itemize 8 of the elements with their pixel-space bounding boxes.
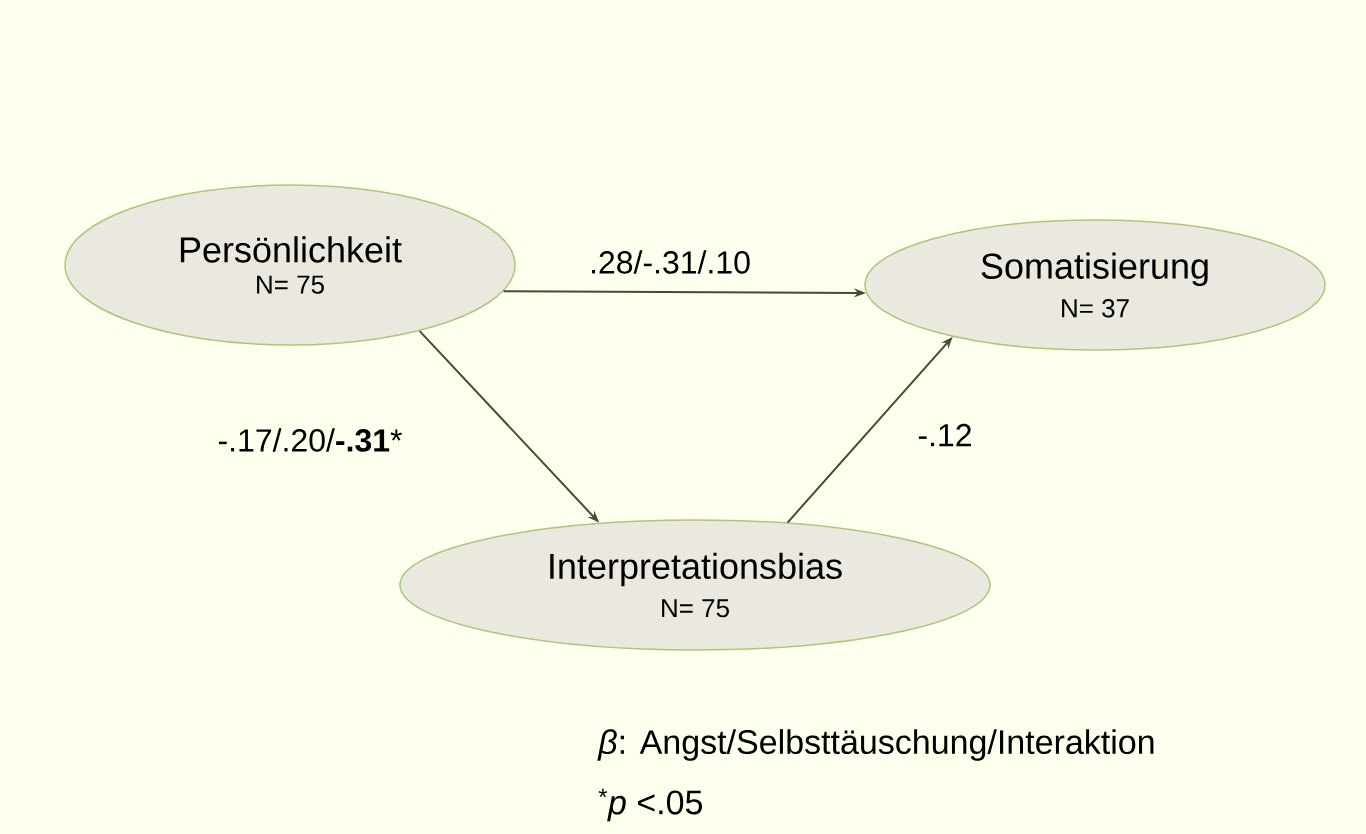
edge-label: -.12 bbox=[915, 421, 975, 449]
ellipse-node: Interpretationsbias N= 75 bbox=[399, 519, 991, 651]
ellipse-node: Persönlichkeit N= 75 bbox=[64, 184, 516, 346]
note-text: β: Angst/Selbsttäuschung/Interaktion bbox=[597, 729, 1154, 761]
ellipse-node: Somatisierung N= 37 bbox=[864, 219, 1326, 351]
edge-label: -.17/.20/-.31* bbox=[215, 426, 405, 454]
edge-label: .28/-.31/.10 bbox=[587, 248, 753, 276]
note-text: $^{*}$p <.05 bbox=[598, 788, 702, 822]
